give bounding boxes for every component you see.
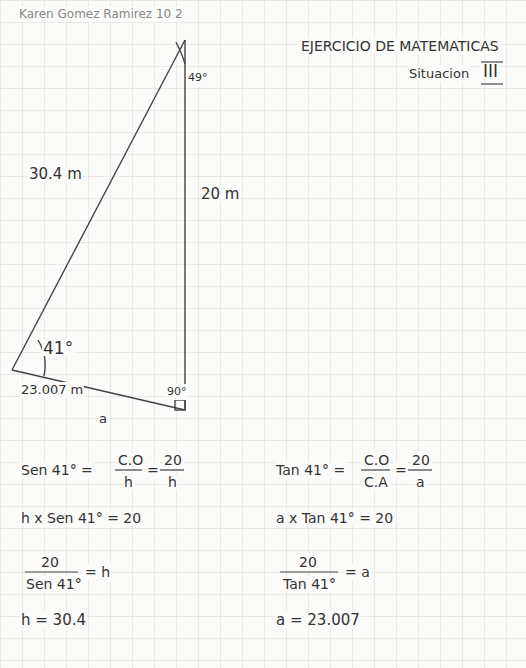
numerator: C.O [363, 452, 390, 468]
roman-numeral: III [482, 63, 499, 79]
situation-label: Situacion [408, 66, 470, 82]
denominator: C.A [363, 474, 389, 490]
side-length: 23.007 m [20, 382, 84, 398]
angle-label: 90° [166, 384, 188, 400]
fraction-bars [25, 62, 503, 572]
triangle [12, 40, 185, 410]
formula: Sen 41° = [20, 462, 94, 478]
numerator: 20 [411, 452, 431, 468]
angle-label: 41° [42, 340, 74, 356]
formula: = h [84, 564, 111, 580]
formula: a x Tan 41° = 20 [275, 510, 394, 526]
angle-label: 49° [187, 70, 209, 86]
denominator: h [123, 474, 134, 490]
denominator: Tan 41° [282, 576, 337, 592]
side-length: 30.4 m [28, 166, 83, 182]
formula: = a [344, 564, 371, 580]
side-length: 20 m [200, 186, 240, 202]
denominator: h [167, 474, 178, 490]
formula: = [394, 462, 408, 478]
denominator: Sen 41° [25, 576, 83, 592]
numerator: 20 [163, 452, 183, 468]
header-name: Karen Gomez Ramirez 10 2 [18, 6, 184, 22]
numerator: 20 [298, 554, 318, 570]
formula: = [146, 462, 160, 478]
numerator: C.O [117, 452, 144, 468]
result: a = 23.007 [275, 612, 361, 628]
formula: h x Sen 41° = 20 [20, 510, 142, 526]
result: h = 30.4 [20, 612, 87, 628]
title: EJERCICIO DE MATEMATICAS [300, 38, 500, 54]
side-label: a [98, 411, 108, 427]
denominator: a [415, 474, 426, 490]
numerator: 20 [40, 554, 60, 570]
formula: Tan 41° = [275, 462, 346, 478]
